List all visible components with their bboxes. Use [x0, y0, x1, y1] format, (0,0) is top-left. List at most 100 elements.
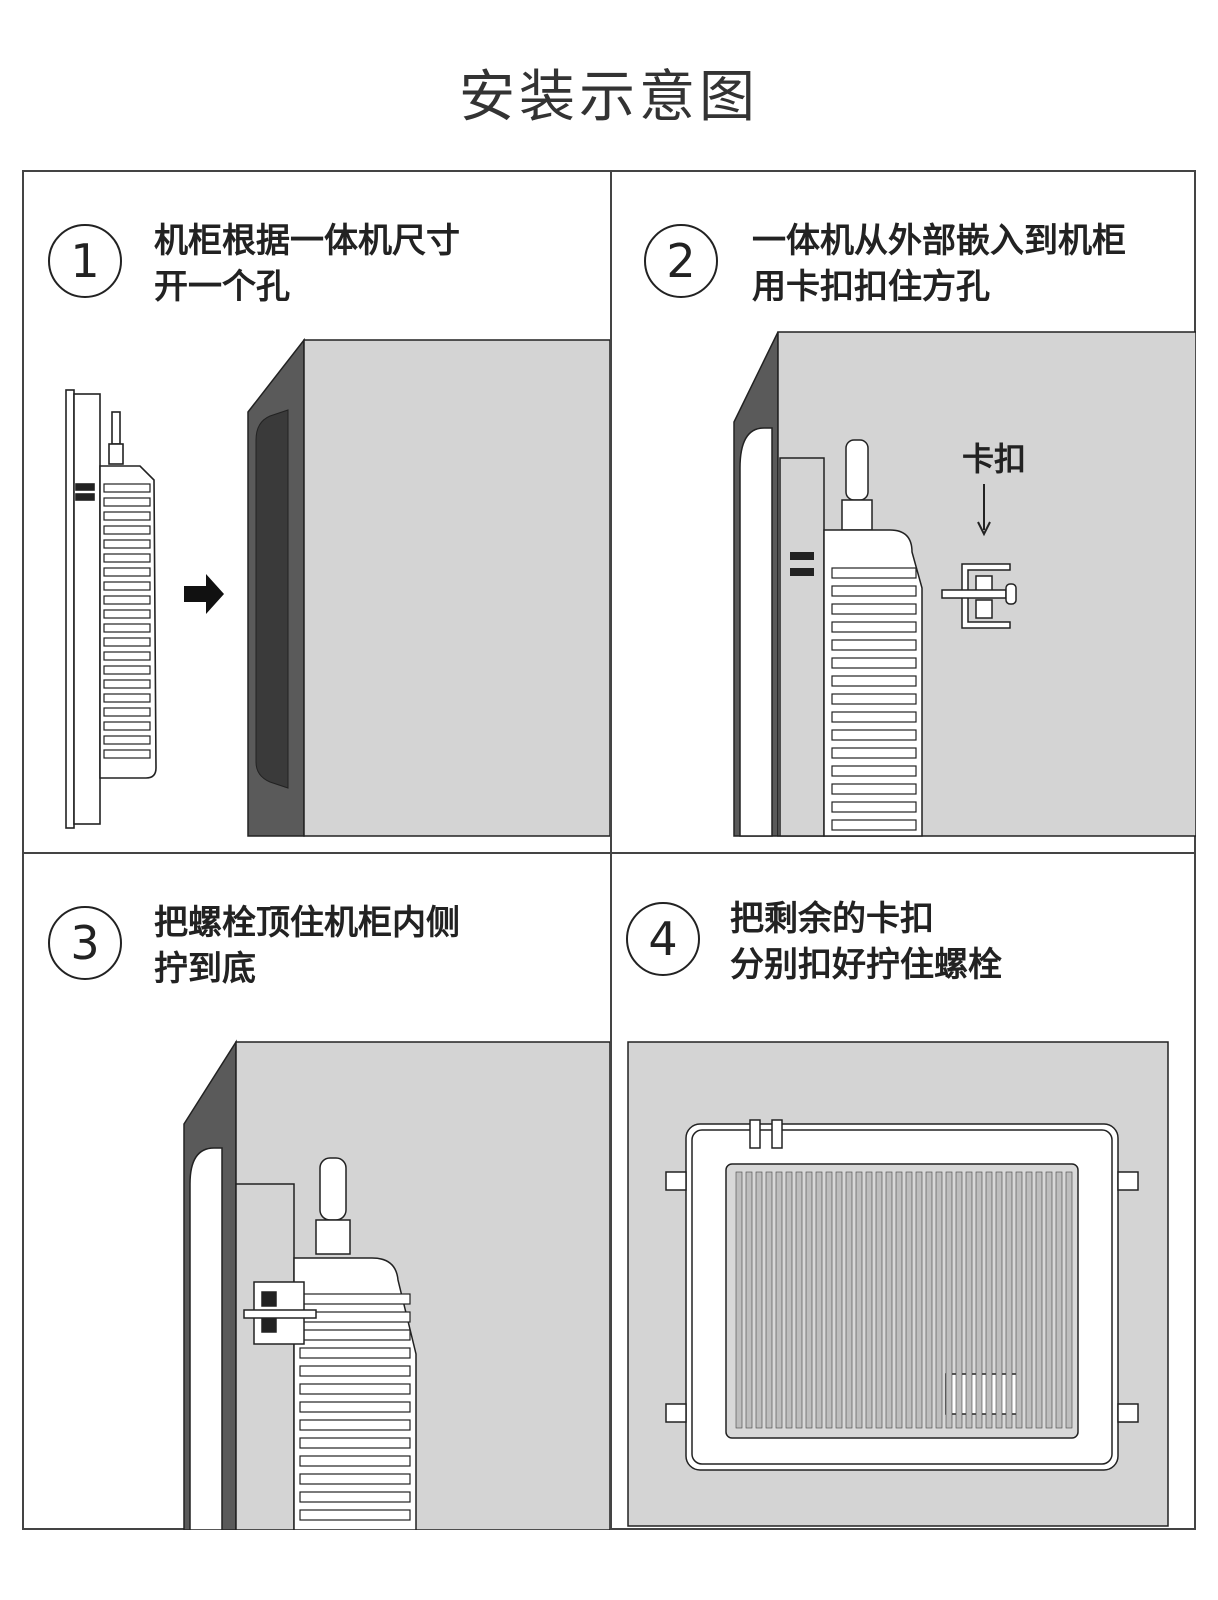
step-4-line-2: 分别扣好拧住螺栓 [730, 945, 1002, 985]
step-2-number: 2 [644, 224, 718, 298]
arrow-right-icon [184, 574, 224, 614]
heatsink-fin [103, 749, 151, 759]
step-4-illustration [627, 1041, 1169, 1527]
heatsink-fin [103, 623, 151, 633]
heatsink-fin [765, 1171, 773, 1429]
heatsink-fin [915, 1171, 923, 1429]
heatsink-fin [835, 1171, 843, 1429]
heatsink-fin [103, 679, 151, 689]
heatsink-fin [103, 693, 151, 703]
arrow-down-icon [977, 521, 991, 537]
heatsink-fin [895, 1171, 903, 1429]
heatsink-fin [785, 1171, 793, 1429]
heatsink-fin [925, 1171, 933, 1429]
heatsink-fin [299, 1293, 411, 1305]
step-1-panel: 1 机柜根据一体机尺寸 开一个孔 [24, 172, 610, 852]
heatsink-fin [795, 1171, 803, 1429]
heatsink-fin [831, 729, 917, 741]
step-4-panel: 4 把剩余的卡扣 分别扣好拧住螺栓 [612, 854, 1196, 1530]
heatsink-fin [103, 497, 151, 507]
heatsink-fin [103, 595, 151, 605]
heatsink-fin [103, 707, 151, 717]
heatsink-fin [831, 783, 917, 795]
heatsink-fin [855, 1171, 863, 1429]
step-1-illustration [65, 337, 610, 837]
heatsink-fin [299, 1365, 411, 1377]
step-2-line-2: 用卡扣扣住方孔 [752, 267, 990, 307]
heatsink-fin [299, 1491, 411, 1503]
heatsink-fin [831, 675, 917, 687]
heatsink-fin [885, 1171, 893, 1429]
heatsink-fin [831, 639, 917, 651]
heatsink-fin [103, 553, 151, 563]
cabinet-with-cutout [247, 337, 610, 837]
heatsink-fin [755, 1171, 763, 1429]
heatsink-fin [299, 1437, 411, 1449]
page-title: 安装示意图 [459, 65, 759, 130]
mounting-clip-icon [941, 563, 1017, 629]
step-2-panel: 2 一体机从外部嵌入到机柜 用卡扣扣住方孔 [612, 172, 1196, 852]
heatsink-fin [831, 585, 917, 597]
heatsink-fin [935, 1171, 943, 1429]
step-3-text: 把螺栓顶住机柜内侧 拧到底 [154, 900, 460, 992]
heatsink-fin [299, 1329, 411, 1341]
heatsink-fin [831, 567, 917, 579]
heatsink-fin [1025, 1171, 1033, 1429]
heatsink-fin [865, 1171, 873, 1429]
heatsink-fin [995, 1171, 1003, 1429]
step-1-number: 1 [48, 224, 122, 298]
step-2-line-1: 一体机从外部嵌入到机柜 [752, 221, 1126, 261]
step-1-text: 机柜根据一体机尺寸 开一个孔 [154, 218, 460, 310]
heatsink-fin [299, 1419, 411, 1431]
heatsink-fin [745, 1171, 753, 1429]
heatsink-fin [1035, 1171, 1043, 1429]
heatsink-fin [103, 539, 151, 549]
heatsink-fin [299, 1347, 411, 1359]
heatsink-fin [825, 1171, 833, 1429]
step-3-line-1: 把螺栓顶住机柜内侧 [154, 903, 460, 943]
heatsink-fin [299, 1473, 411, 1485]
step-2-text: 一体机从外部嵌入到机柜 用卡扣扣住方孔 [752, 218, 1126, 310]
heatsink-fin [831, 819, 917, 831]
step-2-illustration [733, 331, 1196, 837]
step-1-line-1: 机柜根据一体机尺寸 [154, 221, 460, 261]
heatsink-fin [845, 1171, 853, 1429]
heatsink-fin [1015, 1171, 1023, 1429]
heatsink-fin [103, 483, 151, 493]
heatsink-fin [103, 567, 151, 577]
heatsink-fin [831, 693, 917, 705]
heatsink-fin [831, 621, 917, 633]
heatsink-fin [965, 1171, 973, 1429]
heatsink-fin [815, 1171, 823, 1429]
heatsink-fin [831, 657, 917, 669]
clip-label: 卡扣 [962, 440, 1027, 478]
heatsink-fin [735, 1171, 743, 1429]
heatsink-fin [103, 651, 151, 661]
step-3-panel: 3 把螺栓顶住机柜内侧 拧到底 [24, 854, 610, 1530]
heatsink-fin [103, 511, 151, 521]
heatsink-fin [1065, 1171, 1073, 1429]
heatsink-fin [1045, 1171, 1053, 1429]
heatsink-fin [945, 1171, 953, 1429]
heatsink-fin [831, 747, 917, 759]
heatsink-fin [875, 1171, 883, 1429]
heatsink-fin [103, 665, 151, 675]
heatsink-fin [103, 735, 151, 745]
step-3-number: 3 [48, 906, 122, 980]
heatsink-fin [831, 801, 917, 813]
heatsink-fin [1055, 1171, 1063, 1429]
step-3-illustration [183, 1039, 610, 1530]
heatsink-fin [103, 721, 151, 731]
antenna-icon [841, 439, 873, 531]
heatsink-fin [103, 609, 151, 619]
heatsink-fin [905, 1171, 913, 1429]
heatsink-fin [831, 711, 917, 723]
panel-pc-side-view [65, 389, 157, 829]
step-4-text: 把剩余的卡扣 分别扣好拧住螺栓 [730, 896, 1002, 988]
heatsink-fin [299, 1455, 411, 1467]
heatsink-fin [1005, 1171, 1013, 1429]
heatsink-fin [831, 765, 917, 777]
heatsink-fin [775, 1171, 783, 1429]
heatsink-fin [975, 1171, 983, 1429]
heatsink-fin [103, 525, 151, 535]
